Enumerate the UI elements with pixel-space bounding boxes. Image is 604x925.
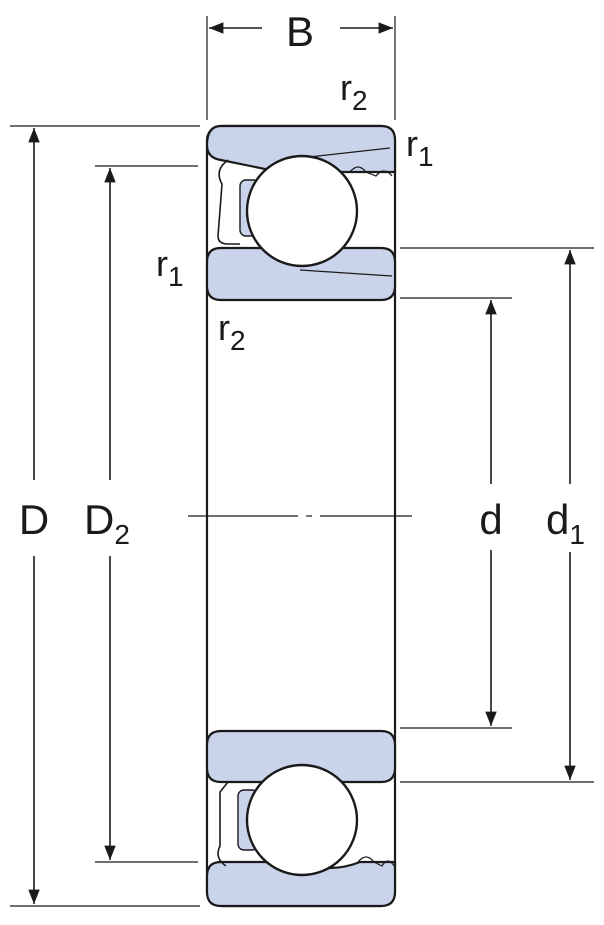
ball-top xyxy=(245,154,359,268)
inner-raceway-top xyxy=(299,269,393,277)
outer-race-shoulder-bottom xyxy=(357,856,395,867)
seal-bottom xyxy=(217,781,229,867)
label-B: B xyxy=(286,8,314,55)
inner-ring-bottom xyxy=(205,729,397,784)
label-r2-top: r2 xyxy=(340,67,368,116)
label-d: d xyxy=(479,496,502,543)
ball-bottom xyxy=(245,763,359,877)
seal-top xyxy=(217,159,240,245)
label-r1-top: r1 xyxy=(406,123,434,172)
label-r1-left: r1 xyxy=(156,243,184,292)
label-d1: d1 xyxy=(546,496,585,550)
bottom-section xyxy=(205,729,397,908)
label-D2: D2 xyxy=(84,496,130,550)
label-D: D xyxy=(19,496,49,543)
outer-ring-bottom xyxy=(205,860,397,908)
label-r2-left: r2 xyxy=(218,307,246,356)
outer-race-shoulder-top xyxy=(349,166,393,177)
dimension-D2: D2 xyxy=(84,165,198,863)
dimension-d1: d1 xyxy=(400,247,594,783)
dimension-B: B xyxy=(206,8,396,120)
dimension-d: d xyxy=(400,297,512,729)
inner-ring-top xyxy=(205,246,397,302)
top-section xyxy=(205,124,397,302)
dimension-D: D xyxy=(10,125,200,907)
